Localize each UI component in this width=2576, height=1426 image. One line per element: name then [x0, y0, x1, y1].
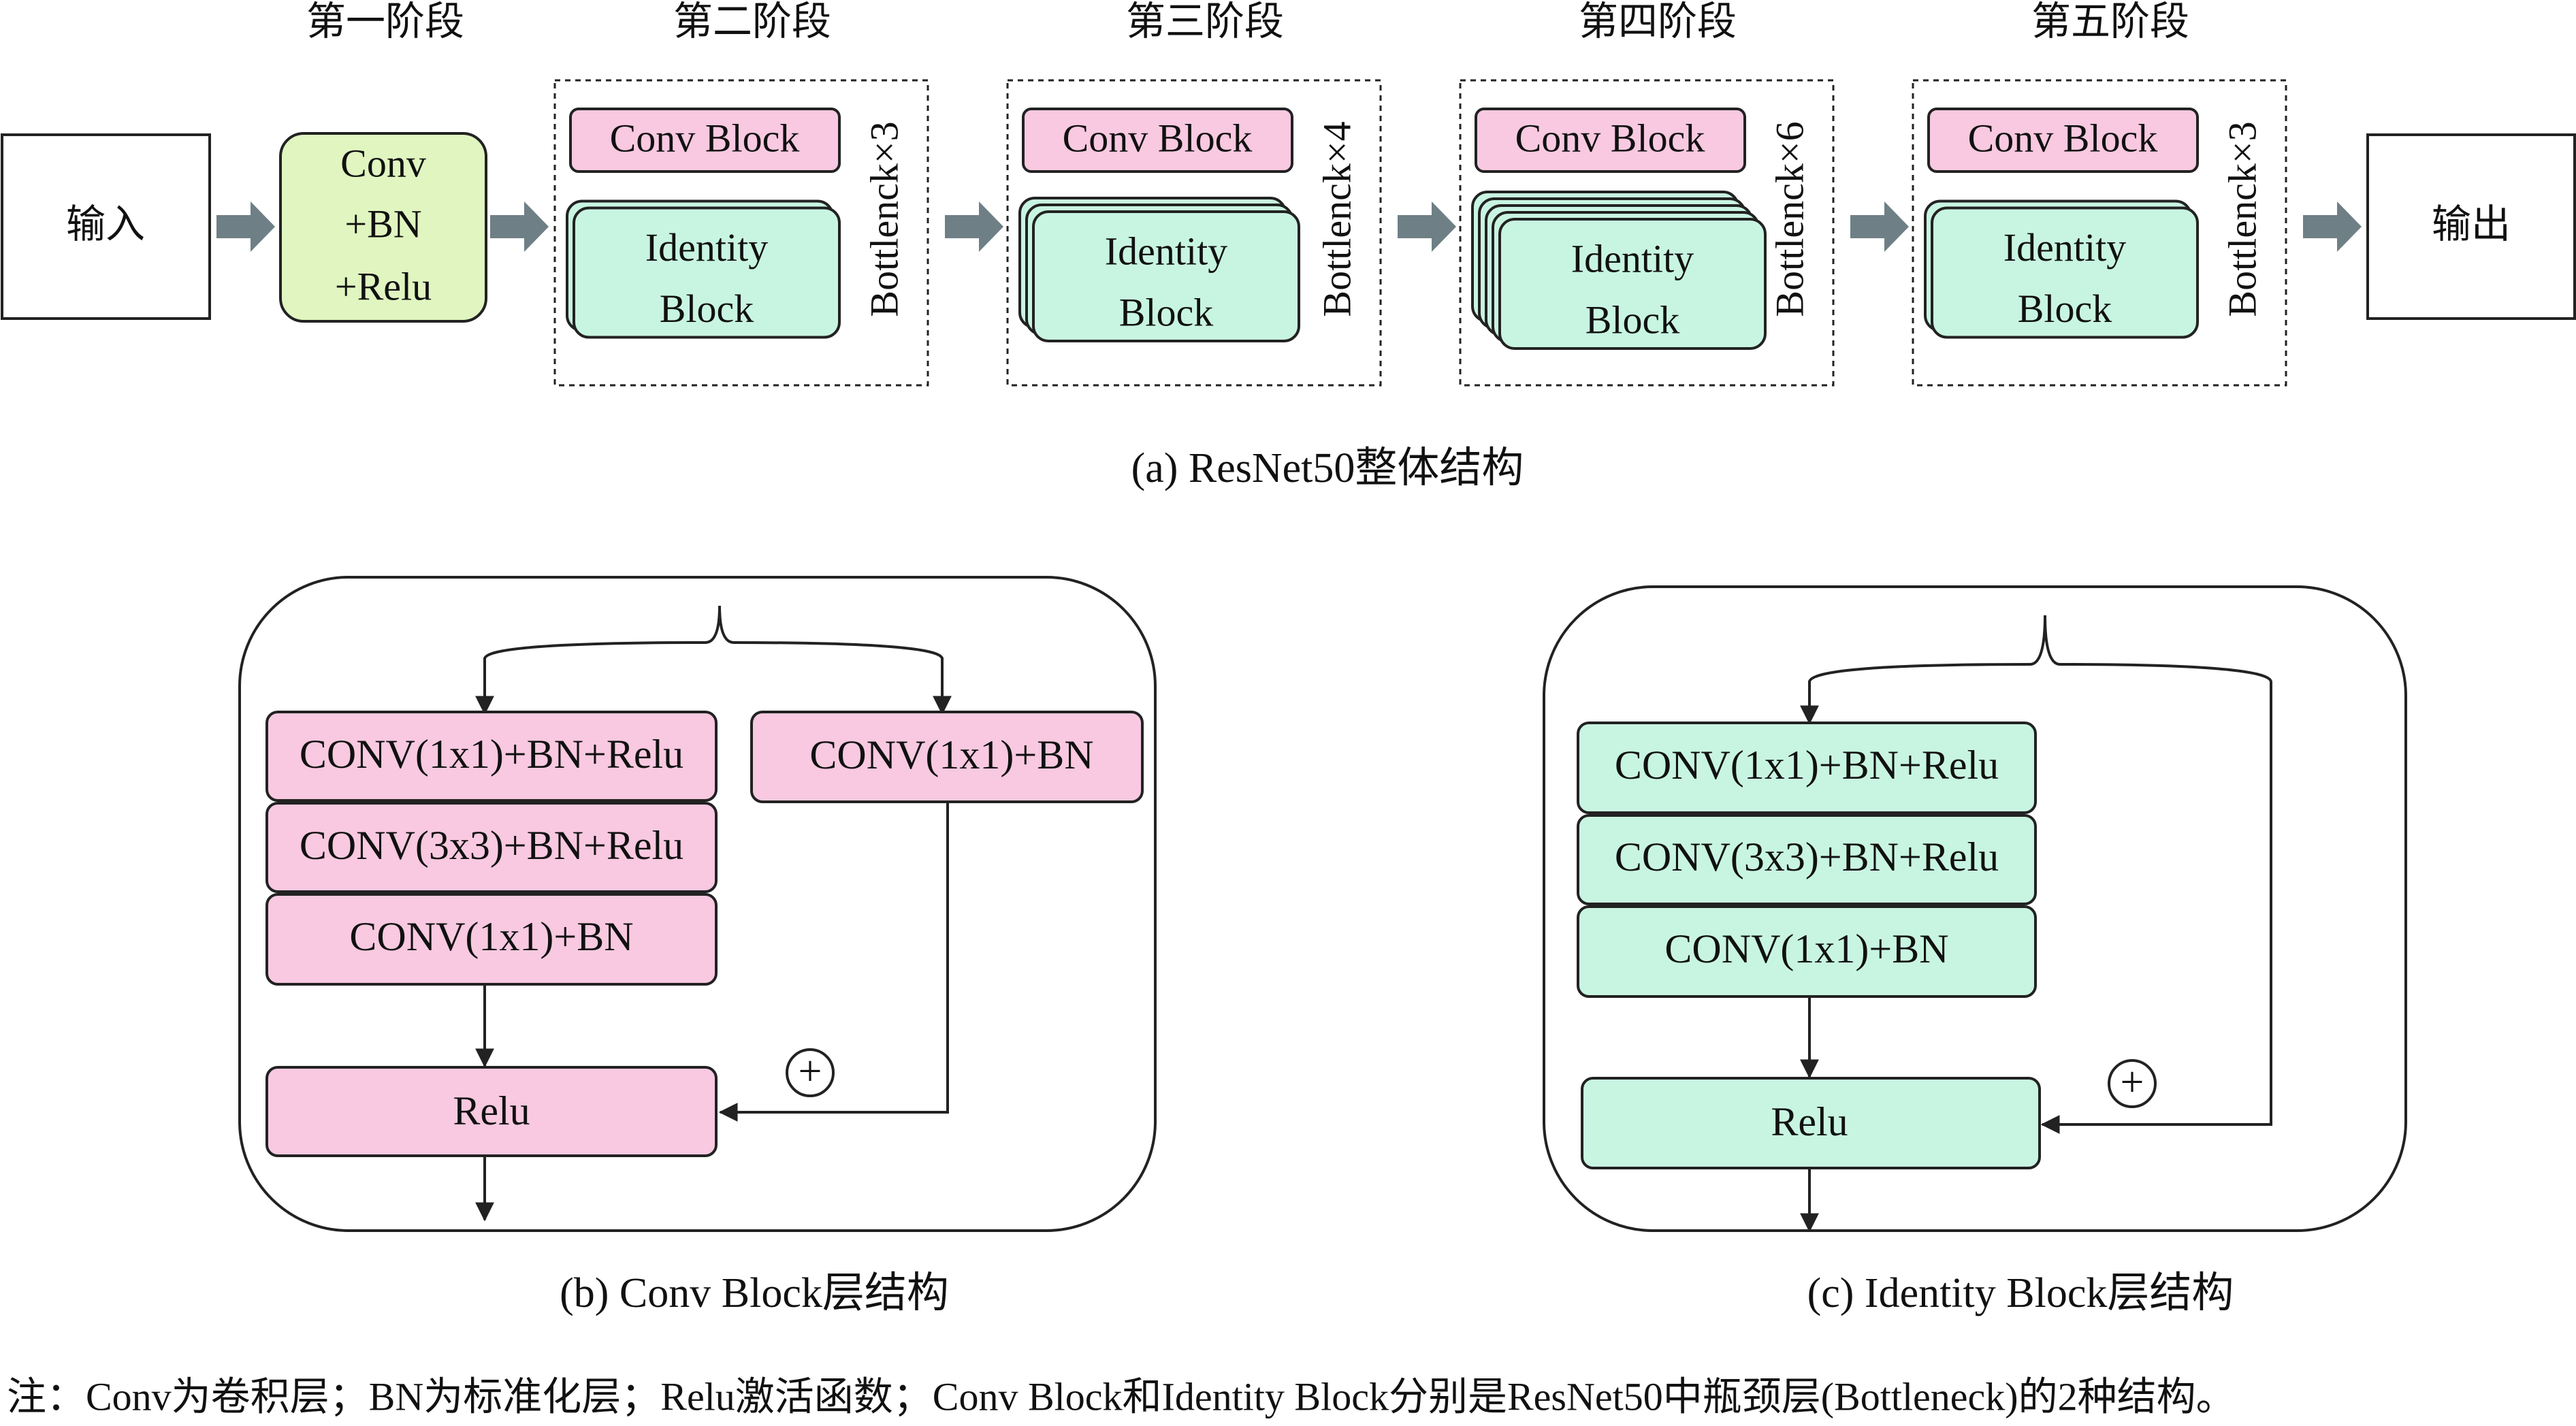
caption-a: (a) ResNet50整体结构	[1131, 445, 1524, 491]
stage1-line-3: +Relu	[335, 264, 432, 308]
stage-2-conv-label: Conv Block	[610, 116, 800, 160]
conv-block-relu	[265, 1066, 718, 1157]
stage-3-conv-block	[1022, 108, 1293, 173]
stage1-title: 第一阶段	[306, 0, 464, 44]
identity-block-frame	[1543, 585, 2407, 1232]
flow-arrow	[1850, 201, 1909, 252]
stage-5-identity-layer	[1931, 206, 2199, 339]
identity-block-plus-sign: +	[2121, 1059, 2144, 1105]
stage-3-identity-line-2: Block	[1119, 290, 1214, 334]
stage-2-identity-layer	[573, 206, 841, 339]
stage-3-bottleneck-label: Bottlenck×4	[1315, 121, 1359, 317]
identity-block-shortcut-path	[2040, 682, 2272, 1134]
flow-arrow	[490, 201, 549, 252]
conv-block-layer-2	[265, 802, 718, 893]
stage-5-identity-line-2: Block	[2018, 287, 2112, 331]
stage1-box	[279, 132, 487, 323]
identity-block-input-brace	[1808, 615, 2272, 683]
identity-block-layer-3-label: CONV(1x1)+BN	[1664, 926, 1948, 971]
conv-block-relu-label: Relu	[453, 1088, 530, 1133]
input-box	[1, 133, 211, 320]
stage-4-title: 第四阶段	[1579, 0, 1737, 44]
stage-5-frame	[1912, 79, 2287, 387]
flow-arrows	[216, 201, 2362, 252]
conv-block-layer-2-label: CONV(3x3)+BN+Relu	[300, 823, 683, 868]
identity-block-layer-2	[1577, 814, 2037, 905]
conv-block-layer-1-label: CONV(1x1)+BN+Relu	[300, 732, 683, 777]
conv-block-input-brace	[483, 605, 944, 660]
conv-block-plus-circle	[786, 1048, 835, 1097]
stage-3-identity-layer	[1032, 210, 1300, 342]
identity-block-layer-1	[1577, 722, 2037, 814]
flow-arrow	[216, 201, 275, 252]
stage-3-conv-label: Conv Block	[1063, 116, 1253, 160]
stage1-line-2: +BN	[344, 201, 421, 246]
stage-2-bottleneck-label: Bottlenck×3	[862, 121, 906, 317]
overall-structure: 输入 第一阶段 Conv +BN +Relu 第二阶段 Conv BlockIde…	[1, 0, 2576, 491]
caption-b: (b) Conv Block层结构	[560, 1270, 949, 1316]
footnote: 注：Conv为卷积层；BN为标准化层；Relu激活函数；Conv Block和I…	[7, 1374, 2236, 1419]
stage-3-identity-line-1: Identity	[1105, 229, 1227, 273]
stage-4-conv-block	[1475, 108, 1746, 173]
identity-block-layer-3	[1577, 905, 2037, 998]
conv-block-shortcut-label: CONV(1x1)+BN	[809, 732, 1093, 777]
identity-block-plus-circle	[2108, 1059, 2157, 1108]
stage-5-title: 第五阶段	[2031, 0, 2189, 44]
stage-2-frame	[553, 79, 929, 387]
identity-block-layer-2-label: CONV(3x3)+BN+Relu	[1615, 834, 1999, 879]
conv-block-layer-3	[265, 893, 718, 986]
stage-2-conv-block	[569, 108, 841, 173]
conv-block-layer-3-label: CONV(1x1)+BN	[349, 914, 633, 959]
output-label: 输出	[2432, 201, 2511, 247]
stage-5-bottleneck-label: Bottlenck×3	[2220, 121, 2264, 317]
stage-4-identity-line-2: Block	[1585, 297, 1680, 342]
identity-block-layer-1-label: CONV(1x1)+BN+Relu	[1615, 743, 1999, 788]
stage-4-identity-line-1: Identity	[1571, 236, 1694, 280]
stage-5-conv-label: Conv Block	[1968, 116, 2158, 160]
stage-4-bottleneck-label: Bottlenck×6	[1767, 121, 1812, 317]
identity-block-relu-label: Relu	[1771, 1099, 1848, 1144]
stage-2-identity-line-2: Block	[660, 287, 754, 331]
conv-block-layer-1	[265, 711, 718, 802]
caption-c: (c) Identity Block层结构	[1807, 1270, 2234, 1316]
input-label: 输入	[66, 201, 145, 247]
identity-block-structure: CONV(1x1)+BN+Relu CONV(3x3)+BN+Relu CONV…	[1543, 585, 2407, 1316]
stage-2-title: 第二阶段	[673, 0, 831, 44]
stage-4-frame	[1459, 79, 1835, 387]
conv-block-plus-sign: +	[799, 1048, 822, 1095]
stage-2-identity-line-1: Identity	[645, 225, 768, 270]
stage-4-identity-layer	[1498, 218, 1767, 350]
conv-block-structure: CONV(1x1)+BN+Relu CONV(3x3)+BN+Relu CONV…	[238, 576, 1157, 1316]
output-box	[2366, 133, 2576, 320]
conv-block-shortcut-path	[718, 802, 949, 1122]
conv-block-frame	[238, 576, 1157, 1232]
flow-arrow	[945, 201, 1003, 252]
stage-5-identity-line-1: Identity	[2003, 225, 2126, 270]
stage-4-conv-label: Conv Block	[1515, 116, 1705, 160]
flow-arrow	[2303, 201, 2362, 252]
stage-3-title: 第三阶段	[1126, 0, 1284, 44]
stage-3-frame	[1006, 79, 1382, 387]
flow-arrow	[1398, 201, 1456, 252]
stage-5-conv-block	[1927, 108, 2199, 173]
stage1-line-1: Conv	[340, 141, 426, 185]
